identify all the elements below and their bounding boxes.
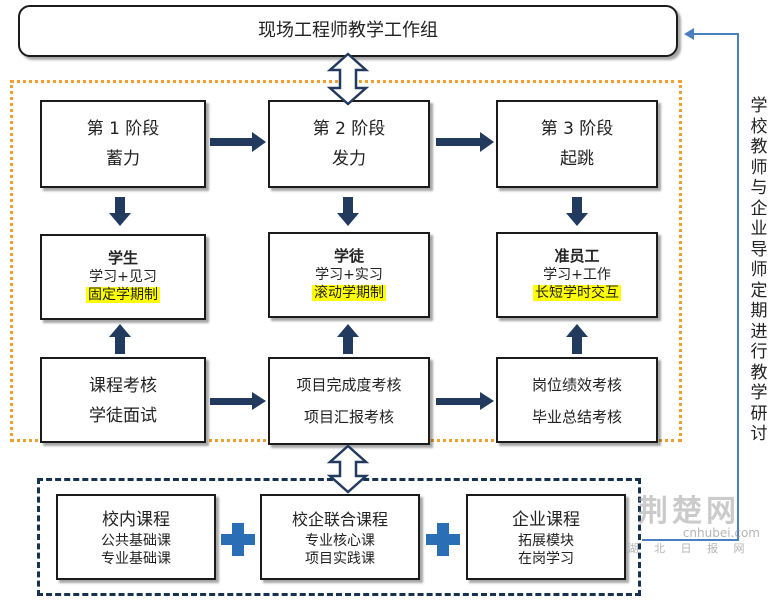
assessment-1-line1: 课程考核 xyxy=(89,376,157,396)
assessment-box-3: 岗位绩效考核 毕业总结考核 xyxy=(496,357,658,443)
course-box-2: 校企联合课程 专业核心课 项目实践课 xyxy=(260,494,420,580)
side-label-char: 师 xyxy=(750,157,768,178)
arrow-up-1 xyxy=(109,324,131,354)
arrow-down-3 xyxy=(566,197,588,226)
role-2-mode: 学习+实习 xyxy=(315,267,383,283)
assessment-1-line2: 学徒面试 xyxy=(89,406,157,426)
watermark-logo-text: 荆楚网 xyxy=(638,494,740,529)
side-label-char: 教 xyxy=(750,362,768,383)
side-label-char: 期 xyxy=(750,301,768,321)
assessment-3-line1: 岗位绩效考核 xyxy=(531,376,622,394)
double-arrow-header xyxy=(326,52,370,106)
side-label-char: 进 xyxy=(750,321,768,342)
plus-icon-1 xyxy=(221,523,255,556)
side-label-char: 讨 xyxy=(750,424,768,444)
stage-3-name: 第 3 阶段 xyxy=(540,119,614,139)
header-title: 现场工程师教学工作组 xyxy=(258,20,438,41)
header-box: 现场工程师教学工作组 xyxy=(18,5,678,57)
assessment-2-line1: 项目完成度考核 xyxy=(296,376,402,394)
arrow-down-2 xyxy=(337,197,359,226)
course-2-title: 校企联合课程 xyxy=(291,510,388,529)
side-label-char: 导 xyxy=(750,239,768,260)
stage-1-name: 第 1 阶段 xyxy=(86,119,160,139)
arrow-up-3 xyxy=(566,324,588,354)
side-label-char: 师 xyxy=(750,260,768,280)
side-label-char: 业 xyxy=(750,219,768,239)
stage-2-name: 第 2 阶段 xyxy=(312,119,386,139)
side-label-char: 企 xyxy=(750,198,768,219)
role-box-3: 准员工 学习+工作 长短学时交互 xyxy=(496,232,658,318)
arrow-assessment-1-to-2 xyxy=(210,392,266,410)
assessment-2-line2: 项目汇报考核 xyxy=(303,408,394,426)
role-3-title: 准员工 xyxy=(554,247,600,265)
stage-1-sub: 蓄力 xyxy=(106,149,140,169)
arrow-up-2 xyxy=(337,324,359,354)
side-feedback-connector xyxy=(642,28,739,541)
side-label-char: 行 xyxy=(750,342,768,362)
role-3-mode: 学习+工作 xyxy=(543,267,611,283)
course-1-title: 校内课程 xyxy=(102,510,170,530)
watermark-domain: cnhubei.com xyxy=(682,526,760,540)
assessment-box-2: 项目完成度考核 项目汇报考核 xyxy=(268,357,430,445)
side-label-char: 教 xyxy=(750,137,768,157)
side-label-char: 学 xyxy=(750,96,768,116)
stage-box-3: 第 3 阶段 起跳 xyxy=(496,100,658,188)
double-arrow-courses xyxy=(326,444,370,494)
watermark-sub: 湖 北 日 报 网 xyxy=(627,542,751,555)
role-1-system: 固定学期制 xyxy=(86,287,160,303)
side-label: 学校教师与企业导师定期进行教学研讨 xyxy=(746,96,772,445)
course-2-line2: 项目实践课 xyxy=(305,551,375,567)
role-box-2: 学徒 学习+实习 滚动学期制 xyxy=(268,232,430,318)
role-3-system: 长短学时交互 xyxy=(533,285,621,301)
stage-box-2: 第 2 阶段 发力 xyxy=(268,100,430,188)
plus-icon-2 xyxy=(426,523,460,556)
side-label-char: 学 xyxy=(750,383,768,403)
side-label-char: 定 xyxy=(750,280,768,301)
role-2-title: 学徒 xyxy=(333,247,364,265)
course-1-line1: 公共基础课 xyxy=(101,533,171,549)
arrow-stage-2-to-3 xyxy=(436,132,494,152)
stage-3-sub: 起跳 xyxy=(560,149,594,169)
side-label-char: 研 xyxy=(750,403,768,424)
role-1-mode: 学习+见习 xyxy=(89,269,157,285)
course-box-3: 企业课程 拓展模块 在岗学习 xyxy=(466,494,626,580)
course-1-line2: 专业基础课 xyxy=(101,551,171,567)
arrow-down-1 xyxy=(109,197,131,226)
watermark-logo: 荆楚网 cnhubei.com 湖 北 日 报 网 xyxy=(604,486,774,566)
course-3-line2: 在岗学习 xyxy=(518,551,574,567)
side-label-char: 校 xyxy=(750,116,768,137)
role-2-system: 滚动学期制 xyxy=(312,285,386,301)
arrow-assessment-2-to-3 xyxy=(436,392,494,410)
assessment-box-1: 课程考核 学徒面试 xyxy=(40,357,206,443)
course-2-line1: 专业核心课 xyxy=(305,533,375,549)
role-box-1: 学生 学习+见习 固定学期制 xyxy=(40,234,206,320)
stage-box-1: 第 1 阶段 蓄力 xyxy=(40,100,206,188)
side-label-char: 与 xyxy=(750,178,768,198)
course-3-title: 企业课程 xyxy=(512,510,580,530)
course-box-1: 校内课程 公共基础课 专业基础课 xyxy=(56,494,216,580)
course-3-line1: 拓展模块 xyxy=(518,533,574,549)
role-1-title: 学生 xyxy=(107,249,138,267)
stage-2-sub: 发力 xyxy=(332,149,366,169)
assessment-3-line2: 毕业总结考核 xyxy=(531,408,622,426)
arrow-stage-1-to-2 xyxy=(210,132,266,152)
